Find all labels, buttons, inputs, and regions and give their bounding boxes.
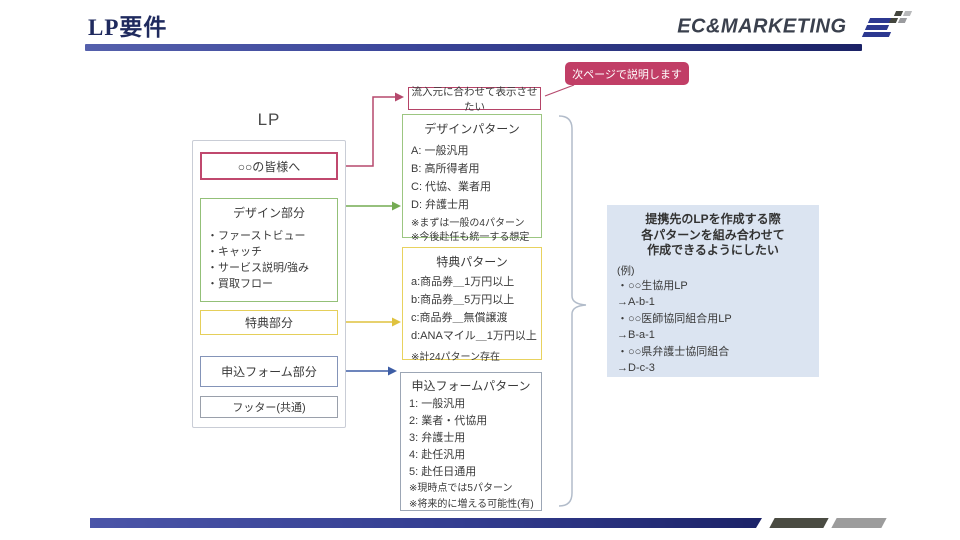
- form-pattern-note: ※将来的に増える可能性(有): [409, 498, 534, 510]
- design-arrow: [340, 201, 401, 211]
- next-page-callout: 次ページで説明します: [565, 62, 689, 85]
- footer-bar-navy: [90, 518, 762, 528]
- footer-section-box: フッター(共通): [200, 396, 338, 418]
- request-example: →A-b-1: [617, 296, 655, 308]
- design-pattern-item: B: 高所得者用: [411, 163, 480, 175]
- request-box: 提携先のLPを作成する際 各パターンを組み合わせて 作成できるようにしたい (例…: [607, 205, 819, 377]
- design-pattern-title: デザインパターン: [424, 122, 520, 136]
- design-pattern-item: A: 一般汎用: [411, 145, 469, 157]
- logo-mark-icon: [857, 11, 913, 40]
- form-pattern-title: 申込フォームパターン: [411, 379, 531, 393]
- inflow-box: 流入元に合わせて表示させたい: [408, 86, 541, 113]
- design-bullet: ・キャッチ: [207, 246, 262, 258]
- form-pattern-item: 4: 赴任汎用: [409, 449, 466, 461]
- design-pattern-box: デザインパターン A: 一般汎用 B: 高所得者用 C: 代協、業者用 D: 弁…: [402, 114, 542, 243]
- grouping-brace: [558, 115, 587, 507]
- benefit-arrow: [339, 317, 401, 327]
- greeting-box: ○○の皆様へ: [200, 152, 338, 180]
- benefit-pattern-note: ※計24パターン存在: [411, 352, 501, 363]
- request-example: →B-a-1: [617, 329, 655, 341]
- footer-bar-gray-segment: [831, 518, 887, 528]
- benefit-pattern-item: c:商品券＿無償譲渡: [411, 312, 508, 324]
- footer-bar-dark-segment: [769, 518, 829, 528]
- benefit-pattern-box: 特典パターン a:商品券＿1万円以上 b:商品券＿5万円以上 c:商品券＿無償譲…: [402, 247, 542, 363]
- benefit-pattern-item: d:ANAマイル＿1万円以上: [411, 330, 537, 342]
- form-section-box: 申込フォーム部分: [200, 356, 338, 387]
- request-title-line: 提携先のLPを作成する際: [645, 212, 781, 226]
- benefit-pattern-item: b:商品券＿5万円以上: [411, 294, 515, 306]
- design-pattern-note: ※まずは一般の4パターン: [411, 218, 525, 229]
- request-example: →D-c-3: [617, 362, 655, 374]
- benefit-section-box: 特典部分: [200, 310, 338, 335]
- design-pattern-item: C: 代協、業者用: [411, 181, 492, 193]
- header-divider-bar: [85, 44, 862, 51]
- design-bullet: ・ファーストビュー: [207, 230, 306, 242]
- design-bullet: ・サービス説明/強み: [207, 262, 310, 274]
- form-pattern-item: 2: 業者・代協用: [409, 415, 488, 427]
- form-arrow: [339, 366, 397, 376]
- logo-text: EC&MARKETING: [677, 15, 847, 38]
- callout-pointer-line: [544, 84, 575, 97]
- design-section-title: デザイン部分: [232, 206, 305, 220]
- form-pattern-item: 1: 一般汎用: [409, 398, 466, 410]
- request-example: ・○○県弁護士協同組合: [617, 345, 730, 358]
- request-title-line: 作成できるようにしたい: [647, 243, 779, 257]
- form-pattern-item: 3: 弁護士用: [409, 432, 466, 444]
- benefit-pattern-title: 特典パターン: [436, 255, 508, 269]
- lp-label: LP: [257, 110, 281, 129]
- company-logo: EC&MARKETING: [677, 11, 913, 44]
- greeting-to-inflow-arrow: [338, 92, 404, 167]
- request-title-line: 各パターンを組み合わせて: [641, 227, 785, 242]
- page-title: LP要件: [88, 15, 168, 40]
- form-pattern-box: 申込フォームパターン 1: 一般汎用 2: 業者・代協用 3: 弁護士用 4: …: [400, 372, 542, 511]
- design-section-box: デザイン部分 ・ファーストビュー ・キャッチ ・サービス説明/強み ・買取フロー: [200, 198, 338, 302]
- design-pattern-item: D: 弁護士用: [411, 199, 470, 211]
- benefit-pattern-item: a:商品券＿1万円以上: [411, 276, 515, 288]
- form-pattern-item: 5: 赴任日通用: [409, 466, 477, 478]
- design-bullet: ・買取フロー: [207, 278, 273, 290]
- request-example: ・○○医師協同組合用LP: [617, 312, 732, 325]
- design-pattern-note: ※今後赴任も統一する想定: [411, 231, 530, 243]
- request-example-label: (例): [617, 264, 635, 277]
- request-example: ・○○生協用LP: [617, 279, 688, 292]
- form-pattern-note: ※現時点では5パターン: [409, 483, 513, 494]
